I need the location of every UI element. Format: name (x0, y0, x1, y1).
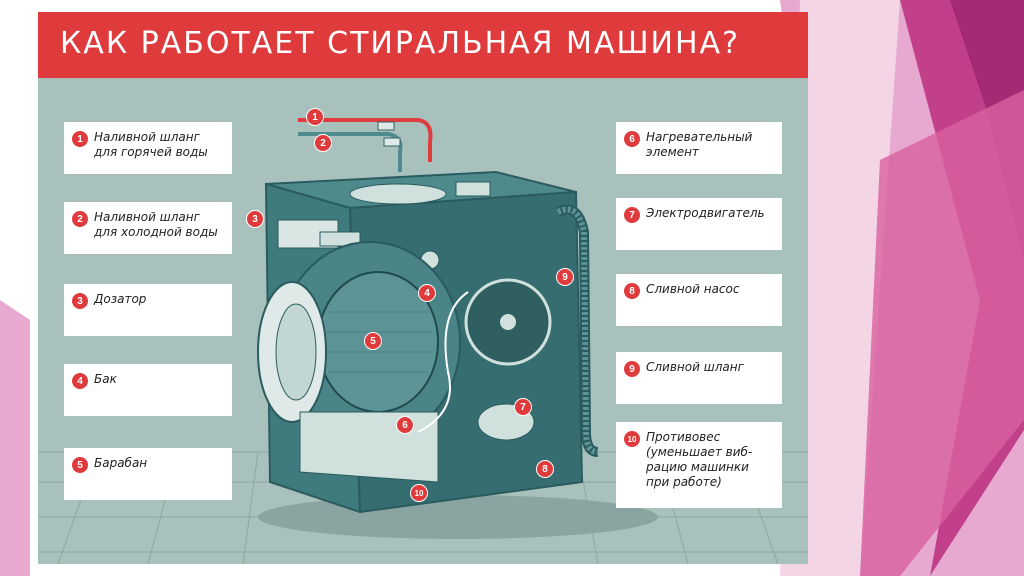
label-number: 3 (72, 293, 88, 309)
marker-10: 10 (410, 484, 428, 502)
label-number: 2 (72, 211, 88, 227)
label-counterweight: 10 Противовес (уменьшает виб- рацию маши… (616, 422, 782, 508)
marker-8: 8 (536, 460, 554, 478)
label-text: Барабан (94, 456, 148, 470)
label-number: 6 (624, 131, 640, 147)
label-hot-water-hose: 1 Наливной шланг для горячей воды (64, 122, 232, 174)
marker-3: 3 (246, 210, 264, 228)
label-number: 8 (624, 283, 640, 299)
label-text: Дозатор (94, 292, 147, 306)
marker-6: 6 (396, 416, 414, 434)
label-number: 4 (72, 373, 88, 389)
marker-7: 7 (514, 398, 532, 416)
title-bar: КАК РАБОТАЕТ СТИРАЛЬНАЯ МАШИНА? (38, 12, 808, 78)
marker-9: 9 (556, 268, 574, 286)
label-cold-water-hose: 2 Наливной шланг для холодной воды (64, 202, 232, 254)
label-number: 5 (72, 457, 88, 473)
marker-2: 2 (314, 134, 332, 152)
label-text: Электродвигатель (646, 206, 765, 220)
label-tank: 4 Бак (64, 364, 232, 416)
label-text: Сливной шланг (646, 360, 744, 374)
label-number: 10 (624, 431, 640, 447)
label-text: Сливной насос (646, 282, 740, 296)
label-number: 1 (72, 131, 88, 147)
marker-5: 5 (364, 332, 382, 350)
label-drain-hose: 9 Сливной шланг (616, 352, 782, 404)
label-text: Бак (94, 372, 117, 386)
label-text: Наливной шланг для горячей воды (94, 130, 208, 159)
label-heating-element: 6 Нагревательный элемент (616, 122, 782, 174)
label-electric-motor: 7 Электродвигатель (616, 198, 782, 250)
infographic-poster: КАК РАБОТАЕТ СТИРАЛЬНАЯ МАШИНА? (38, 12, 808, 564)
label-drum: 5 Барабан (64, 448, 232, 500)
label-number: 7 (624, 207, 640, 223)
marker-4: 4 (418, 284, 436, 302)
label-text: Наливной шланг для холодной воды (94, 210, 218, 239)
label-number: 9 (624, 361, 640, 377)
label-text: Нагревательный элемент (646, 130, 753, 159)
page-title: КАК РАБОТАЕТ СТИРАЛЬНАЯ МАШИНА? (60, 26, 740, 61)
label-dispenser: 3 Дозатор (64, 284, 232, 336)
marker-1: 1 (306, 108, 324, 126)
label-text: Противовес (уменьшает виб- рацию машинки… (646, 430, 753, 489)
label-drain-pump: 8 Сливной насос (616, 274, 782, 326)
